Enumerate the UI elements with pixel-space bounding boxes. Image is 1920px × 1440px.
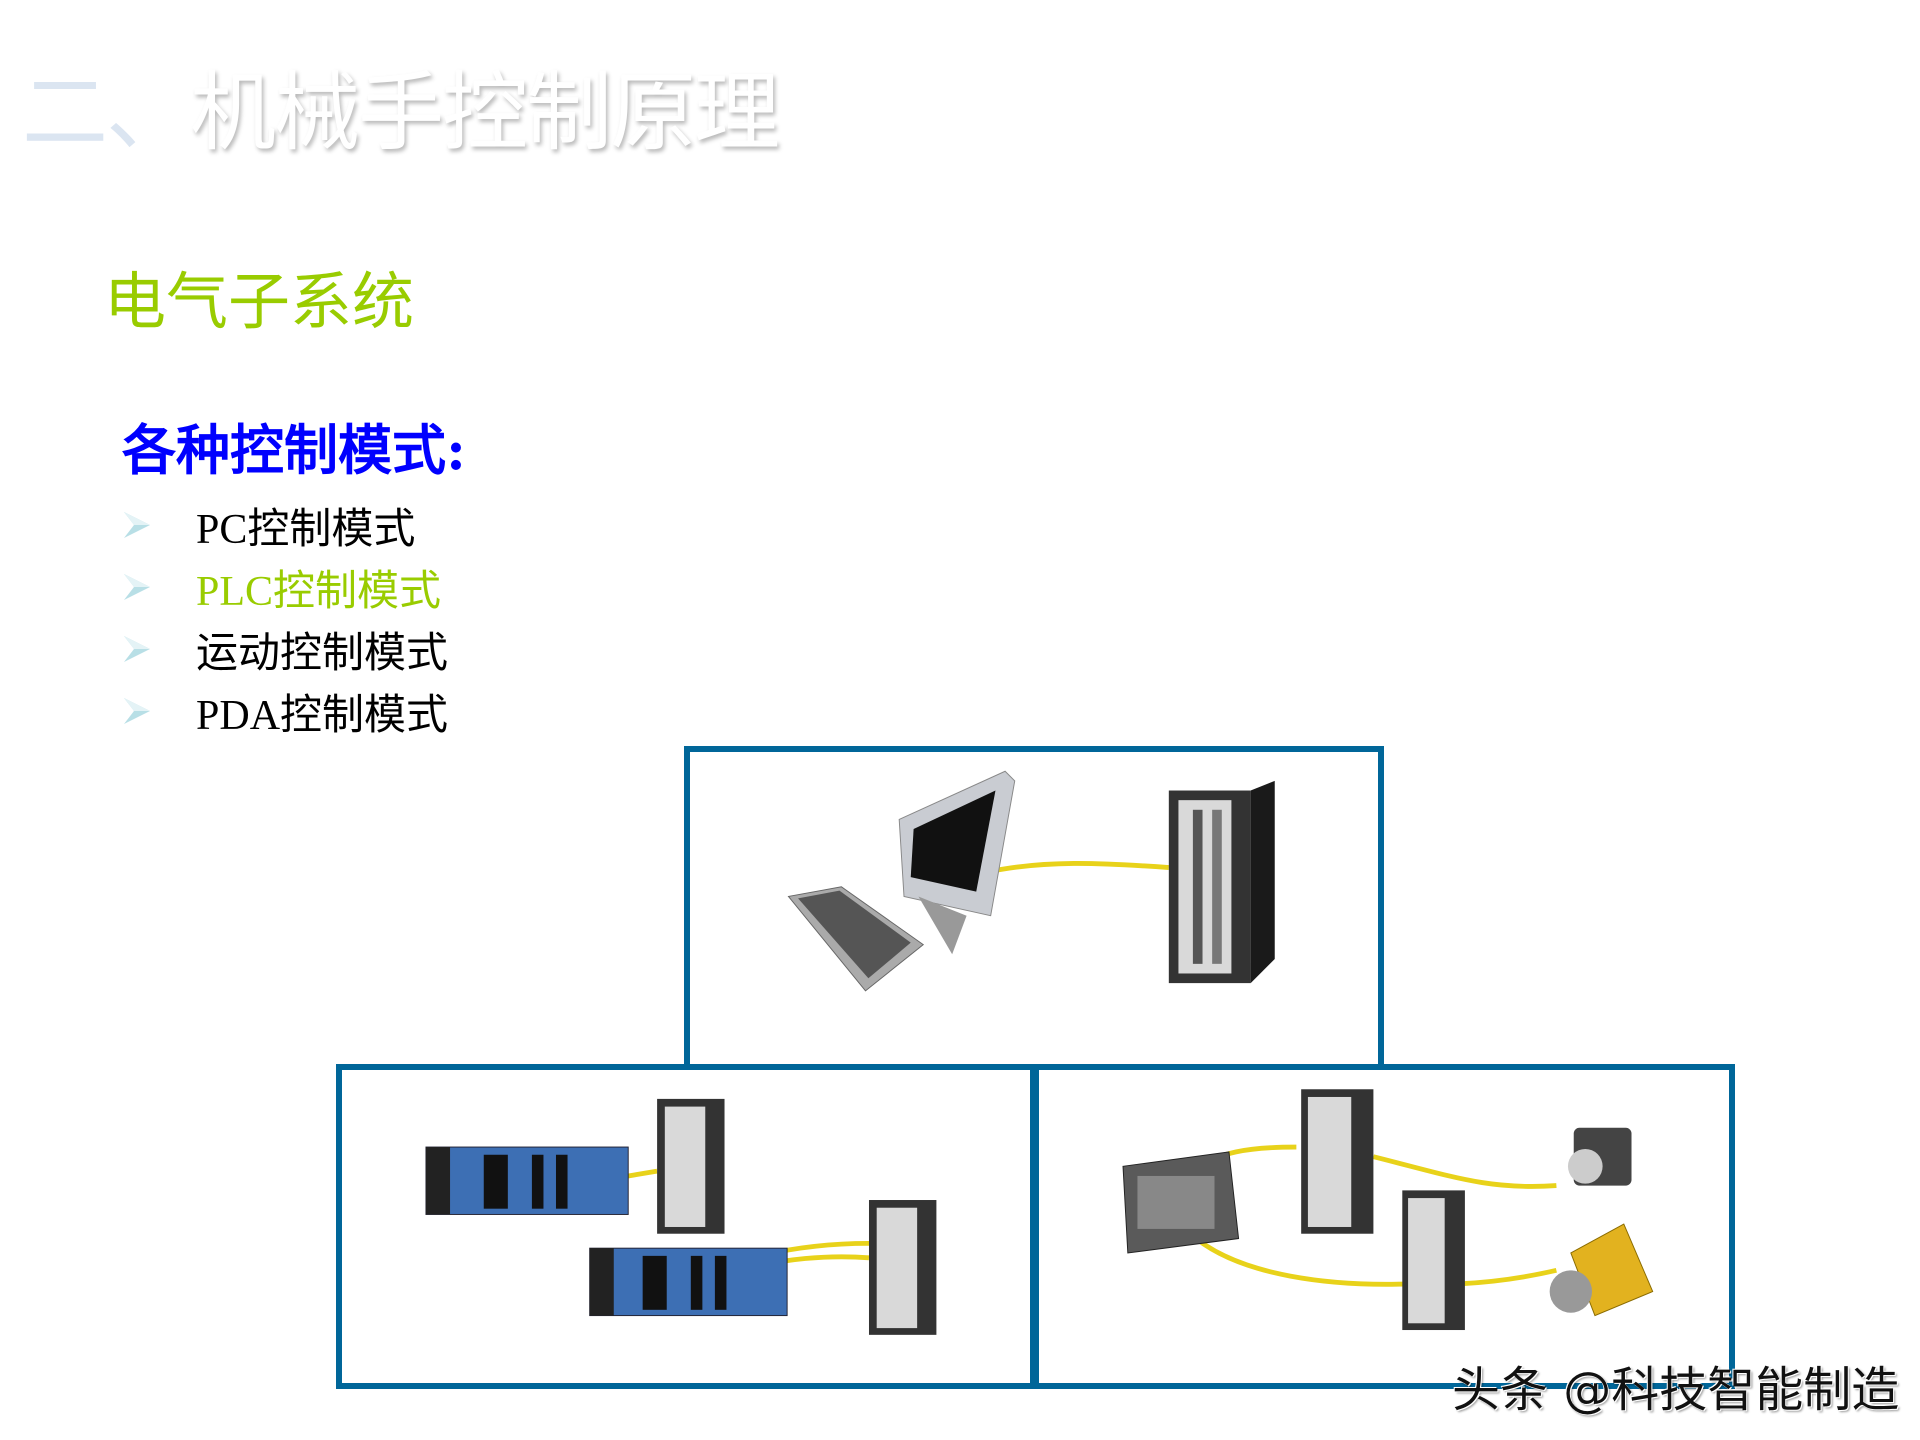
drive-unit-icon — [657, 1098, 937, 1335]
list-item: PC控制模式 — [122, 494, 448, 556]
stepper-motor-icon — [1549, 1223, 1654, 1317]
cable — [985, 861, 1169, 875]
title-text: 机械手控制原理 — [190, 63, 780, 163]
arrow-bullet-icon — [124, 574, 150, 600]
mode-label: PDA控制模式 — [196, 692, 449, 739]
drive-unit-icon — [1301, 1089, 1465, 1331]
arrow-bullet-icon — [124, 698, 150, 724]
drive-unit-icon — [1168, 780, 1275, 984]
mode-label: PC控制模式 — [196, 506, 416, 553]
arrow-bullet-icon — [124, 512, 150, 538]
plc-rack-icon — [589, 1247, 788, 1317]
watermark: 头条 @科技智能制造 — [1452, 1362, 1900, 1418]
arrow-bullet-icon — [124, 636, 150, 662]
motion-control-diagram — [1033, 1064, 1735, 1389]
list-item: PDA控制模式 — [122, 680, 448, 742]
pc-drive-illustration — [787, 770, 1275, 992]
subtitle: 电气子系统 — [104, 265, 415, 338]
pc-control-diagram — [684, 746, 1384, 1070]
plc-control-diagram — [336, 1064, 1036, 1389]
modes-heading: 各种控制模式: — [122, 418, 466, 482]
motion-controller-icon — [1122, 1151, 1240, 1254]
slide-title: 二、机械手控制原理 — [22, 58, 780, 168]
mode-label: 运动控制模式 — [196, 630, 449, 677]
servo-motor-icon — [1567, 1127, 1632, 1186]
mode-label: PLC控制模式 — [196, 568, 442, 615]
list-item: 运动控制模式 — [122, 618, 448, 680]
computer-icon — [787, 770, 1016, 992]
section-number: 二、 — [22, 63, 192, 163]
plc-drive-illustration — [425, 1098, 937, 1335]
motion-drive-illustration — [1122, 1089, 1654, 1331]
plc-rack-icon — [425, 1146, 629, 1215]
list-item: PLC控制模式 — [122, 556, 448, 618]
modes-list: PC控制模式 PLC控制模式 运动控制模式 PDA控制模式 — [122, 494, 448, 742]
